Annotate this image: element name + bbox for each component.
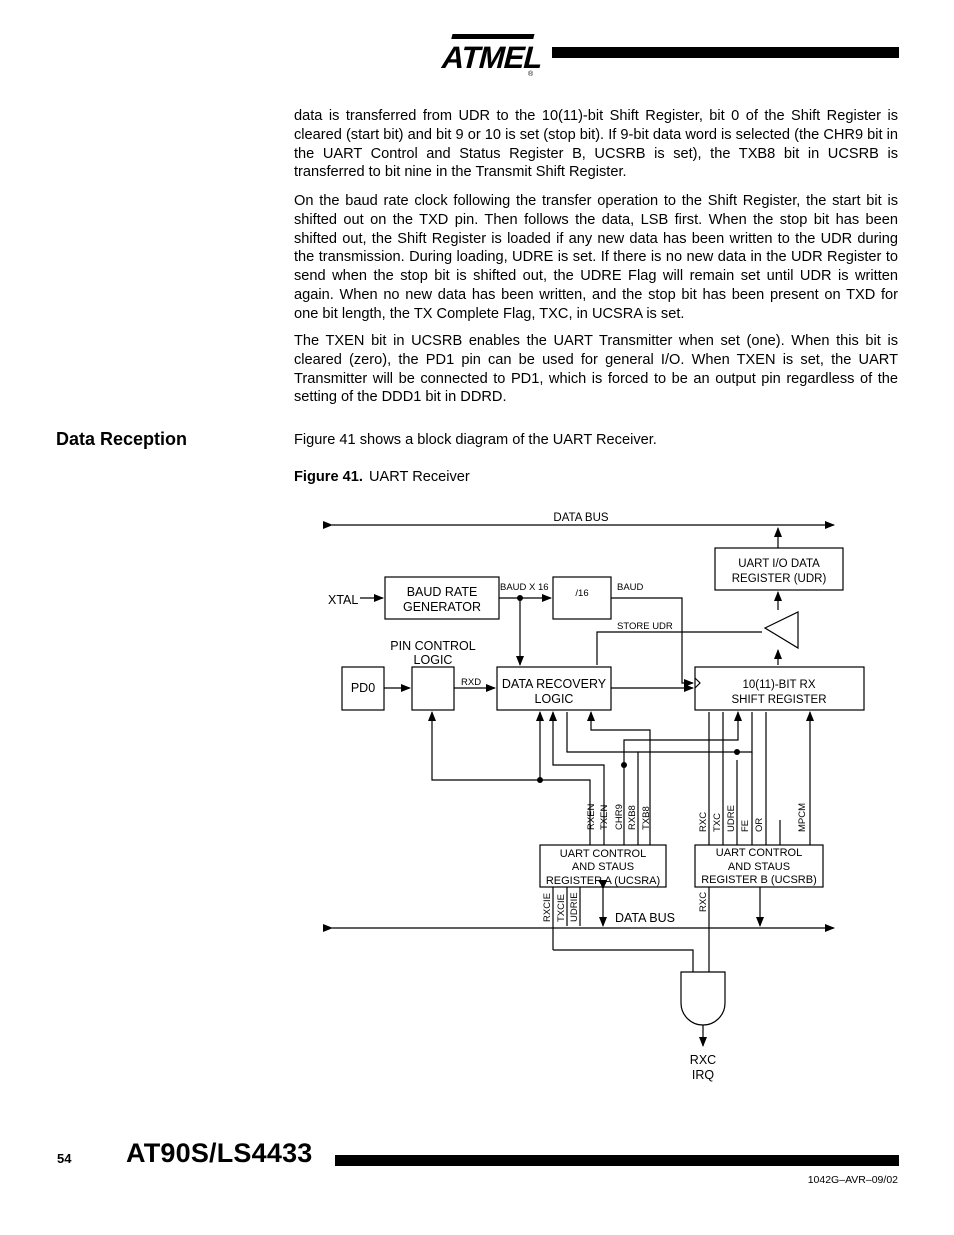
figure-intro: Figure 41 shows a block diagram of the U…: [294, 432, 657, 448]
baud-label: BAUD: [617, 582, 644, 593]
udr-label-1: UART I/O DATA: [738, 558, 820, 570]
udr-label-2: REGISTER (UDR): [732, 573, 827, 585]
fe-label: FE: [740, 820, 751, 832]
udrie-label: UDRIE: [569, 892, 580, 922]
pd0-label: PD0: [351, 681, 375, 695]
div16-box: [552, 576, 612, 620]
document-code: 1042G–AVR–09/02: [807, 1174, 898, 1186]
shift-register-box: [694, 666, 865, 711]
data-recovery-logic-box: [496, 666, 612, 711]
udr-buffer-triangle: [763, 611, 799, 650]
data-bus-top-label: DATA BUS: [553, 512, 608, 524]
paragraph-transfer: data is transferred from UDR to the 10(1…: [294, 108, 898, 181]
junction-dot: [621, 762, 627, 768]
store-udr-line: [596, 631, 762, 665]
ucsra-label-3: REGISTER A (UCSRA): [546, 875, 660, 887]
figure-label: Figure 41.: [294, 469, 363, 485]
document-title: AT90S/LS4433: [126, 1138, 313, 1168]
drl-label-2: LOGIC: [535, 692, 574, 706]
baud-gen-label-1: BAUD RATE: [407, 585, 478, 599]
txcie-label: TXCIE: [556, 894, 567, 922]
pin-control-logic-box: [411, 666, 455, 711]
baud-gen-label-2: GENERATOR: [403, 600, 481, 614]
rxc-low-label: RXC: [698, 892, 709, 912]
drl-label-1: DATA RECOVERY: [502, 677, 607, 691]
pin-control-label-1: PIN CONTROL: [390, 639, 475, 653]
rxcie-label: RXCIE: [542, 893, 553, 922]
irq-label-2: IRQ: [692, 1068, 715, 1082]
txen-to-drl-line: [549, 711, 605, 845]
rxb8-shift-line: [638, 712, 753, 753]
data-bus-bottom-label: DATA BUS: [615, 911, 675, 925]
rxb8-drl-line: [566, 712, 639, 845]
rxen-label: RXEN: [586, 803, 597, 830]
paragraph-txen: The TXEN bit in UCSRB enables the UART T…: [294, 333, 898, 406]
shift-label-1: 10(11)-BIT RX: [742, 679, 815, 691]
header-rule: [552, 47, 899, 58]
pin-control-label-2: LOGIC: [414, 653, 453, 667]
ucsra-label-1: UART CONTROL: [560, 848, 646, 860]
chr9-label: CHR9: [614, 804, 625, 830]
or-label: OR: [754, 818, 765, 832]
txen-label: TXEN: [599, 805, 610, 830]
junction-dot: [734, 749, 740, 755]
pd0-box: [341, 666, 385, 711]
registered-mark: ®: [528, 70, 534, 78]
txc-label: TXC: [712, 813, 723, 832]
baud-x16-label: BAUD X 16: [500, 582, 549, 593]
ucsrb-label-2: AND STAUS: [728, 861, 790, 873]
junction-dot: [517, 595, 523, 601]
shift-label-2: SHIFT REGISTER: [732, 694, 827, 706]
xtal-label: XTAL: [328, 593, 358, 607]
udr-box: [714, 547, 844, 591]
ucsrb-box: [694, 844, 824, 888]
and-gate: [680, 971, 726, 1026]
store-udr-label: STORE UDR: [617, 621, 673, 632]
ucsra-box: [539, 844, 667, 888]
txb8-label: TXB8: [641, 806, 652, 830]
junction-dot: [537, 777, 543, 783]
section-heading-data-reception: Data Reception: [56, 429, 188, 449]
atmel-logo: ATMEL ®: [438, 34, 542, 78]
rxc-label: RXC: [698, 812, 709, 832]
footer-rule: [335, 1155, 899, 1166]
clock-input-mark: [694, 677, 701, 689]
baud-rate-generator-box: [384, 576, 500, 620]
ucsra-label-2: AND STAUS: [572, 861, 634, 873]
logo-wordmark: ATMEL: [438, 40, 542, 74]
irq-label-1: RXC: [690, 1053, 716, 1067]
div16-label: /16: [575, 588, 588, 599]
ucsrb-label-3: REGISTER B (UCSRB): [701, 874, 817, 886]
txb8-line: [587, 711, 651, 845]
page-number: 54: [57, 1151, 72, 1166]
mpcm-label: MPCM: [797, 803, 808, 832]
chr9-to-shift-line: [623, 711, 742, 845]
figure-caption: Figure 41. UART Receiver: [294, 469, 470, 485]
udre-label: UDRE: [726, 805, 737, 832]
rxcie-to-gate-line: [553, 949, 694, 972]
rxd-label: RXD: [461, 677, 481, 688]
paragraph-baud-clock: On the baud rate clock following the tra…: [294, 193, 898, 322]
rxb8-label: RXB8: [627, 805, 638, 830]
ucsrb-label-1: UART CONTROL: [716, 847, 802, 859]
baud-line: [611, 597, 694, 687]
figure-title: UART Receiver: [368, 469, 470, 485]
rxen-to-pin-line: [428, 711, 591, 845]
